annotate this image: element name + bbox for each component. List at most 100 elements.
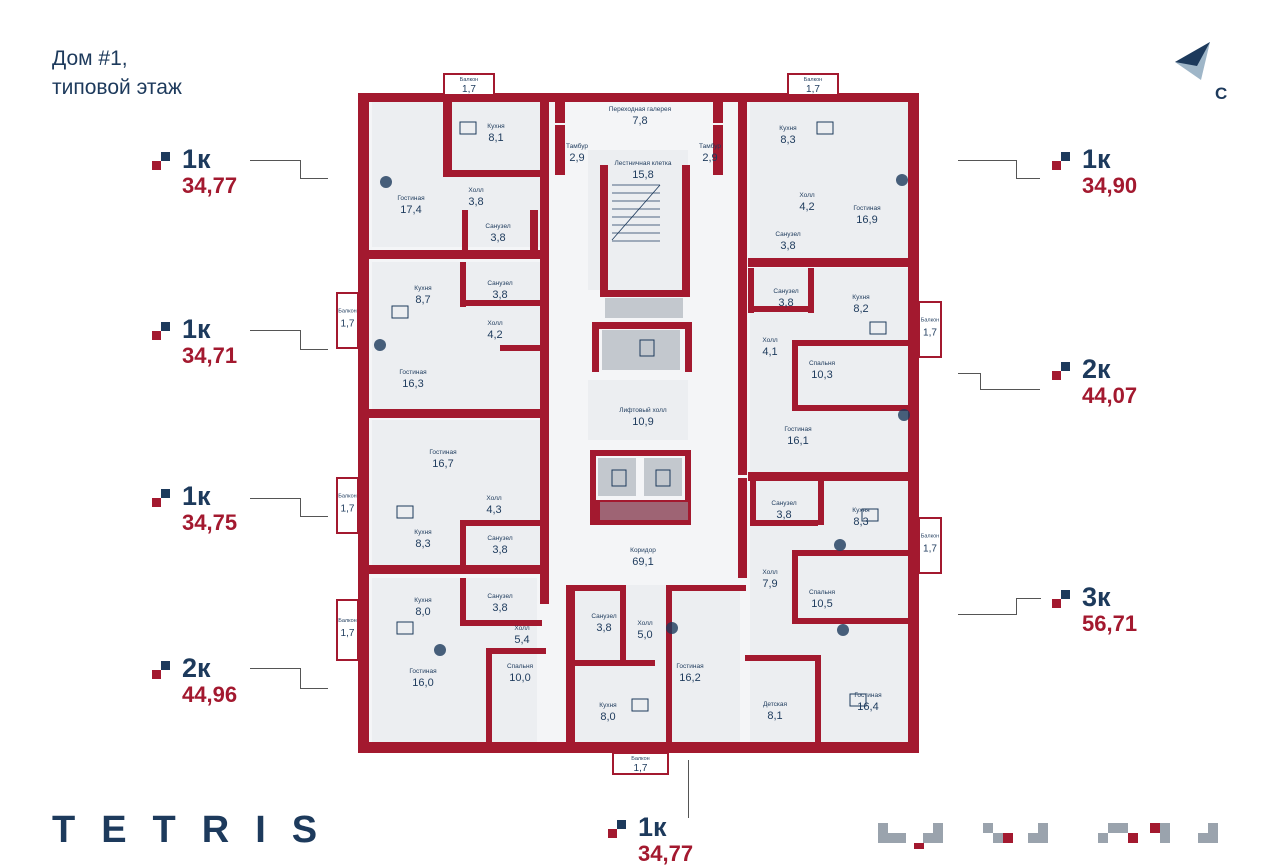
balcony-name: Балкон bbox=[921, 534, 939, 540]
room-name: Кухня bbox=[599, 702, 617, 709]
pattern-block bbox=[923, 833, 933, 843]
apartment-label[interactable]: 1к 34,75 bbox=[152, 481, 302, 535]
wall-segment bbox=[590, 450, 596, 525]
room-name: Холл bbox=[468, 187, 484, 194]
room-name: Кухня bbox=[414, 529, 432, 536]
room-name: Гостиная bbox=[397, 195, 425, 202]
table-icon bbox=[396, 505, 414, 519]
pattern-block bbox=[933, 833, 943, 843]
wall-segment bbox=[750, 520, 818, 526]
table-icon bbox=[869, 321, 887, 335]
apartment-label[interactable]: 1к 34,77 bbox=[608, 812, 758, 866]
room-area: 10,0 bbox=[509, 672, 530, 684]
wall-segment bbox=[555, 125, 565, 175]
wall-segment bbox=[443, 170, 543, 177]
wall-segment bbox=[460, 620, 542, 626]
lift-shaft bbox=[644, 458, 682, 496]
apartment-label[interactable]: 1к 34,71 bbox=[152, 314, 302, 368]
room-name: Кухня bbox=[487, 123, 505, 130]
plant-icon bbox=[896, 174, 908, 186]
apartment-label[interactable]: 3к 56,71 bbox=[1052, 582, 1202, 636]
balcony-name: Балкон bbox=[460, 77, 478, 83]
pattern-block bbox=[1038, 833, 1048, 843]
wall-segment bbox=[460, 578, 466, 626]
balcony-area: 1,7 bbox=[923, 544, 937, 555]
balcony-outline bbox=[612, 752, 669, 775]
leader-line bbox=[1016, 598, 1041, 615]
room-name: Гостиная bbox=[399, 369, 427, 376]
room-area: 8,3 bbox=[780, 134, 795, 146]
room-name: Санузел bbox=[487, 593, 513, 600]
plant-icon bbox=[834, 539, 846, 551]
room-name: Гостиная bbox=[854, 692, 882, 699]
wall-segment bbox=[620, 585, 626, 660]
room-area: 3,8 bbox=[490, 232, 505, 244]
room-name: Кухня bbox=[852, 507, 870, 514]
balcony-name: Балкон bbox=[338, 618, 356, 624]
building-name: Дом #1, bbox=[52, 47, 128, 70]
wall-segment bbox=[713, 125, 723, 175]
leader-line bbox=[250, 668, 301, 689]
floor-title: Дом #1, типовой этаж bbox=[52, 44, 182, 102]
room-area: 16,3 bbox=[402, 378, 423, 390]
apartment-label[interactable]: 2к 44,07 bbox=[1052, 354, 1202, 408]
leader-line bbox=[300, 516, 328, 518]
room-label: Кухня 8,3 bbox=[779, 125, 797, 146]
pattern-block bbox=[1003, 833, 1013, 843]
table-icon bbox=[816, 121, 834, 135]
room-name: Спальня bbox=[809, 360, 836, 367]
wall-segment bbox=[750, 480, 756, 520]
wall-segment bbox=[792, 550, 912, 556]
wall-segment bbox=[715, 96, 763, 102]
leader-line bbox=[300, 178, 328, 180]
balcony-outline bbox=[336, 292, 359, 349]
wall-segment bbox=[555, 93, 565, 123]
lift-shaft bbox=[605, 298, 683, 318]
room-area: 3,8 bbox=[492, 602, 507, 614]
wall-segment bbox=[590, 450, 690, 456]
wall-segment bbox=[566, 585, 575, 745]
room-area: 3,8 bbox=[776, 509, 791, 521]
wall-segment bbox=[600, 290, 690, 297]
apartment-type: 1к bbox=[152, 481, 302, 511]
room-floor bbox=[372, 262, 542, 412]
table-icon bbox=[631, 698, 649, 712]
wall-segment bbox=[540, 574, 549, 604]
pattern-block bbox=[1028, 833, 1038, 843]
room-area: 3,8 bbox=[492, 544, 507, 556]
room-name: Коридор bbox=[630, 547, 656, 554]
balcony-area: 1,7 bbox=[462, 84, 476, 95]
wall-segment bbox=[486, 648, 546, 654]
room-name: Холл bbox=[637, 620, 653, 627]
room-name: Санузел bbox=[487, 535, 513, 542]
table-icon bbox=[396, 621, 414, 635]
wall-segment bbox=[818, 480, 824, 525]
room-area: 4,2 bbox=[799, 201, 814, 213]
balcony-outline bbox=[336, 477, 359, 534]
room-area: 7,9 bbox=[762, 578, 777, 590]
apartment-label[interactable]: 1к 34,77 bbox=[152, 144, 302, 198]
wall-segment bbox=[682, 165, 690, 295]
apartment-label[interactable]: 1к 34,90 bbox=[1052, 144, 1202, 198]
room-area: 8,0 bbox=[600, 711, 615, 723]
apartment-marker-icon bbox=[1052, 590, 1074, 612]
pattern-block bbox=[878, 823, 888, 833]
apartment-label[interactable]: 2к 44,96 bbox=[152, 653, 302, 707]
room-name: Кухня bbox=[414, 597, 432, 604]
balcony-outline bbox=[918, 517, 942, 574]
room-area: 15,8 bbox=[632, 169, 653, 181]
apartment-area: 34,90 bbox=[1082, 173, 1138, 198]
pattern-block bbox=[1198, 833, 1208, 843]
room-name: Кухня bbox=[779, 125, 797, 132]
wall-segment bbox=[738, 270, 747, 475]
leader-line bbox=[980, 389, 1040, 391]
